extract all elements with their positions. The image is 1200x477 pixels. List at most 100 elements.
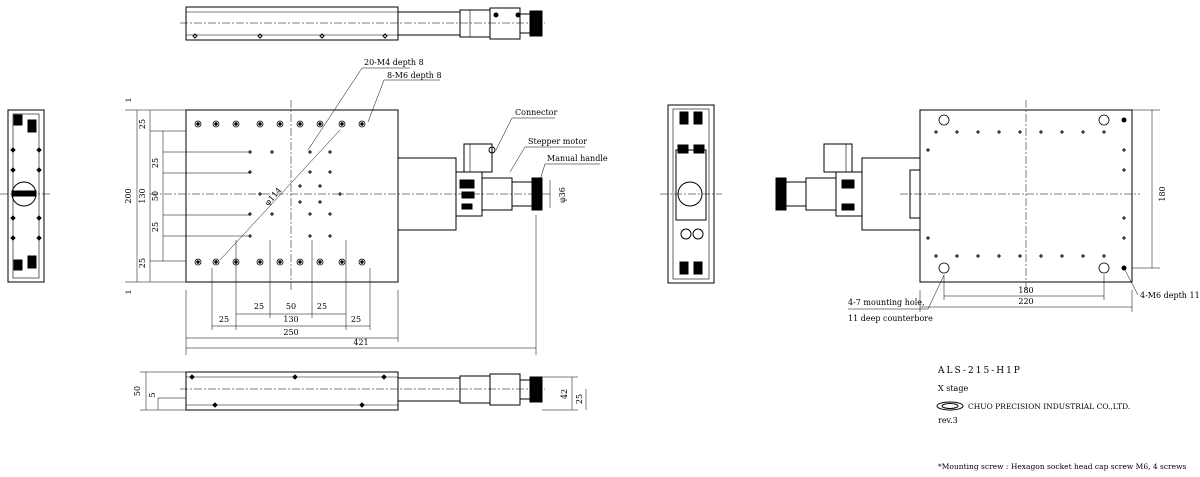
top-tapped-hole bbox=[248, 212, 252, 216]
dim-50-side: 50 bbox=[133, 386, 142, 396]
dim-50-left: 50 bbox=[151, 191, 160, 201]
bottom-hole-side bbox=[926, 148, 930, 152]
dim-1-bot: 1 bbox=[124, 290, 133, 295]
bottom-hole-upper bbox=[1081, 130, 1085, 134]
bottom-hole-lower bbox=[955, 254, 959, 258]
company-name: CHUO PRECISION INDUSTRIAL CO.,LTD. bbox=[968, 402, 1130, 411]
top-hole-upper-center bbox=[340, 122, 344, 126]
top-hole-lower-center bbox=[278, 260, 282, 264]
bottom-hole-lower bbox=[1102, 254, 1106, 258]
dim-1-top: 1 bbox=[124, 98, 133, 103]
top-tapped-hole bbox=[298, 200, 302, 204]
top-tapped-hole bbox=[328, 234, 332, 238]
bottom-hole-lower bbox=[1018, 254, 1022, 258]
top-hole-upper-center bbox=[196, 122, 200, 126]
model-number: ALS-215-H1P bbox=[937, 366, 1022, 376]
top-hole-upper-center bbox=[214, 122, 218, 126]
bottom-side-view: 50 5 42 25 bbox=[133, 371, 587, 411]
bottom-hole-lower bbox=[1060, 254, 1064, 258]
top-hole-lower-center bbox=[258, 260, 262, 264]
top-tapped-hole bbox=[328, 150, 332, 154]
callout-stepper: Stepper motor bbox=[528, 137, 587, 146]
bottom-hole-side bbox=[926, 236, 930, 240]
dim-25-d: 25 bbox=[138, 258, 147, 268]
dim-25-c: 25 bbox=[151, 222, 160, 232]
callout-m6: 8-M6 depth 8 bbox=[387, 71, 442, 80]
top-hole-lower-center bbox=[196, 260, 200, 264]
bottom-hole-upper bbox=[1039, 130, 1043, 134]
bottom-view: 180 180 220 4-7 mounting hole, 11 deep c… bbox=[775, 100, 1200, 323]
callout-m6-depth-11: 4-M6 depth 11 bbox=[1140, 291, 1200, 300]
top-tapped-hole bbox=[248, 170, 252, 174]
top-hole-upper-center bbox=[360, 122, 364, 126]
footnote: *Mounting screw : Hexagon socket head ca… bbox=[938, 462, 1187, 471]
top-tapped-hole bbox=[308, 212, 312, 216]
right-end-view bbox=[660, 104, 722, 284]
dim-250: 250 bbox=[283, 328, 298, 337]
dim-25-bottom-d: 25 bbox=[351, 315, 361, 324]
top-view bbox=[150, 100, 550, 290]
top-tapped-hole bbox=[270, 150, 274, 154]
top-hole-lower-center bbox=[340, 260, 344, 264]
dim-130-bottom: 130 bbox=[283, 315, 298, 324]
bottom-hole-lower bbox=[976, 254, 980, 258]
top-hole-upper-center bbox=[278, 122, 282, 126]
bottom-hole-upper bbox=[1018, 130, 1022, 134]
bottom-hole-upper bbox=[1102, 130, 1106, 134]
bottom-hole-side bbox=[1122, 148, 1126, 152]
top-tapped-hole bbox=[298, 184, 302, 188]
callout-mounting-hole-2: 11 deep counterbore bbox=[848, 314, 933, 323]
bottom-hole-side bbox=[1122, 168, 1126, 172]
callout-handle: Manual handle bbox=[547, 154, 608, 163]
top-tapped-hole bbox=[338, 192, 342, 196]
title-block: ALS-215-H1P X stage CHUO PRECISION INDUS… bbox=[936, 366, 1187, 471]
bottom-hole-upper bbox=[976, 130, 980, 134]
top-hole-upper-center bbox=[318, 122, 322, 126]
dim-25-a: 25 bbox=[138, 119, 147, 129]
top-hole-upper-center bbox=[234, 122, 238, 126]
dim-50-bottom: 50 bbox=[286, 302, 296, 311]
dim-25-bottom-b: 25 bbox=[317, 302, 327, 311]
dim-421: 421 bbox=[353, 338, 368, 347]
top-tapped-hole bbox=[318, 184, 322, 188]
bottom-hole-upper bbox=[997, 130, 1001, 134]
callout-mounting-hole-1: 4-7 mounting hole, bbox=[848, 298, 925, 307]
top-view-dimensions bbox=[125, 67, 600, 355]
bottom-hole-upper bbox=[955, 130, 959, 134]
dim-180-horizontal: 180 bbox=[1018, 286, 1033, 295]
top-hole-lower-center bbox=[318, 260, 322, 264]
left-end-view bbox=[0, 109, 52, 283]
top-view-dimension-labels: 200 25 25 130 50 25 25 1 1 25 50 25 130 … bbox=[124, 58, 608, 347]
dim-25-side: 25 bbox=[575, 394, 584, 404]
callout-m4: 20-M4 depth 8 bbox=[364, 58, 424, 67]
bottom-hole-lower bbox=[1039, 254, 1043, 258]
mount-marks-top-side bbox=[192, 33, 388, 39]
top-tapped-hole bbox=[328, 212, 332, 216]
top-tapped-hole bbox=[308, 170, 312, 174]
top-tapped-hole bbox=[270, 212, 274, 216]
bottom-hole-side bbox=[1122, 216, 1126, 220]
dim-diameter-114: φ114 bbox=[263, 186, 284, 208]
dim-diameter-36: φ36 bbox=[558, 187, 567, 203]
dim-180-vertical: 180 bbox=[1158, 186, 1167, 201]
dim-25-bottom-a: 25 bbox=[254, 302, 264, 311]
bottom-hole-upper bbox=[934, 130, 938, 134]
top-hole-lower-center bbox=[298, 260, 302, 264]
mount-holes-top bbox=[194, 120, 366, 266]
top-hole-lower-center bbox=[360, 260, 364, 264]
bottom-hole-lower bbox=[934, 254, 938, 258]
bottom-hole-lower bbox=[997, 254, 1001, 258]
bottom-hole-side bbox=[1122, 236, 1126, 240]
stage-description: X stage bbox=[938, 384, 968, 393]
top-tapped-hole bbox=[318, 200, 322, 204]
top-tapped-hole bbox=[328, 170, 332, 174]
top-tapped-hole bbox=[308, 234, 312, 238]
revision: rev.3 bbox=[938, 416, 958, 425]
top-hole-upper-center bbox=[258, 122, 262, 126]
dim-220: 220 bbox=[1018, 297, 1033, 306]
dim-5-side: 5 bbox=[148, 392, 157, 397]
top-tapped-hole bbox=[258, 192, 262, 196]
company-logo bbox=[936, 401, 964, 411]
callout-connector: Connector bbox=[515, 108, 557, 117]
